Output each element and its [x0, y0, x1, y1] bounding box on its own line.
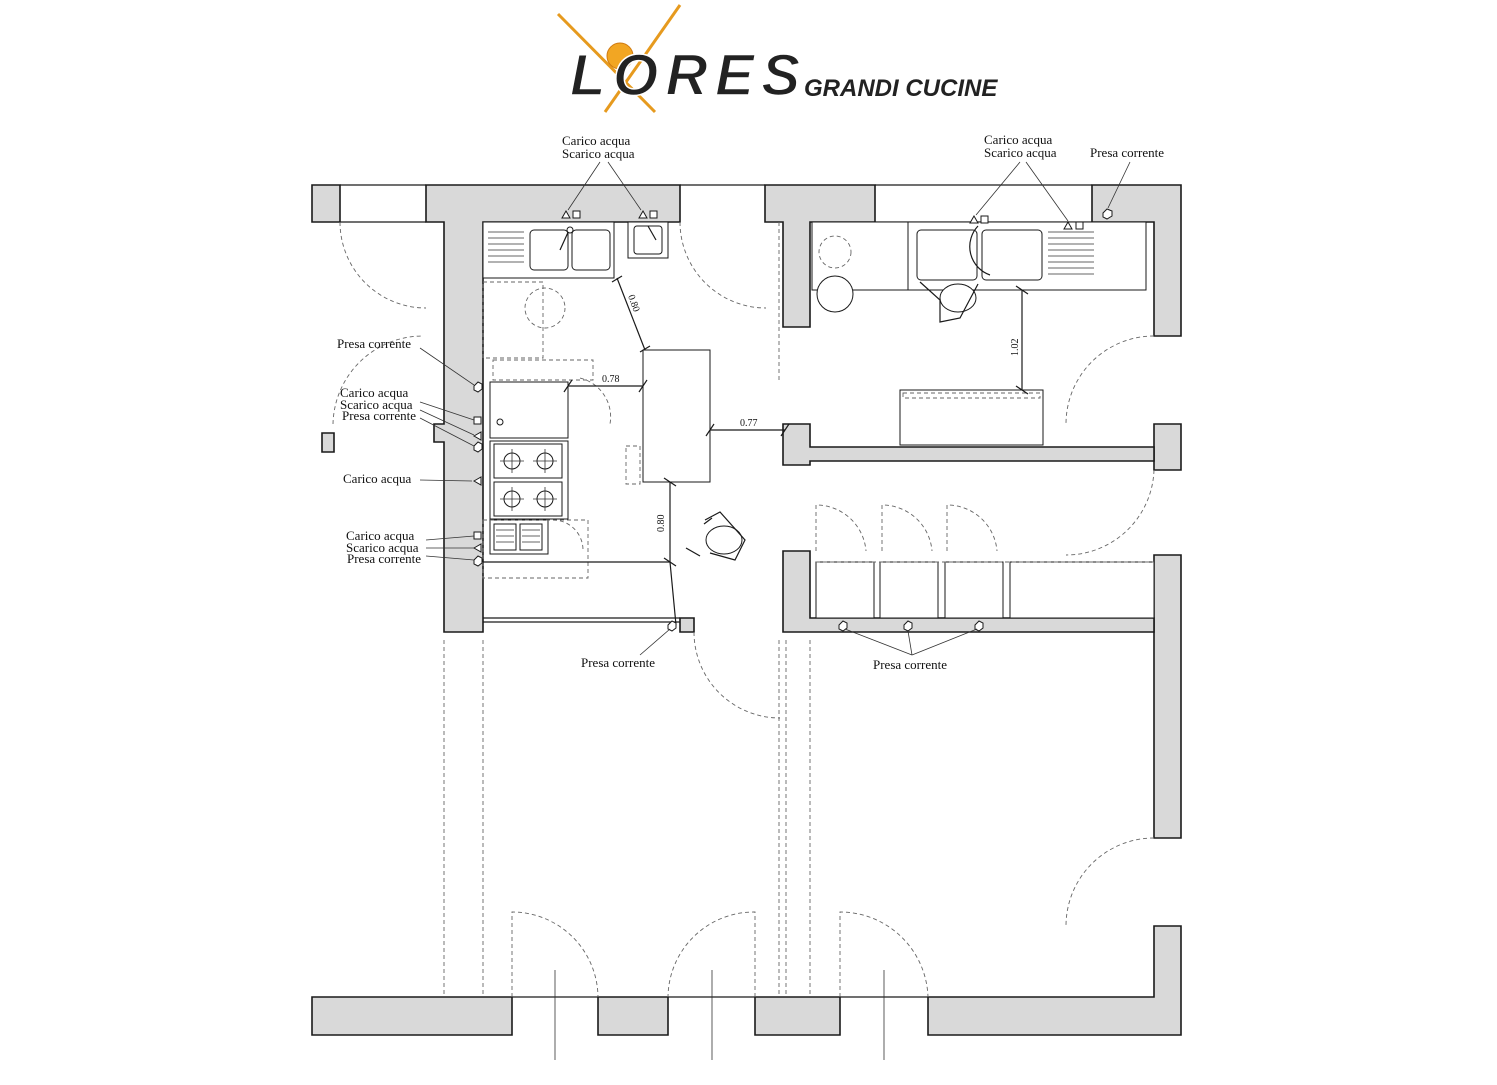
hexagon-icon [903, 620, 913, 632]
hexagon-icon [838, 620, 848, 632]
label-left-group2-carico: Carico acqua [346, 528, 414, 543]
center-island [642, 349, 711, 483]
hexagon-icon [1102, 208, 1113, 220]
label-top-right-presa: Presa corrente [1090, 145, 1164, 160]
work-table [899, 389, 1044, 446]
utility-symbols [472, 208, 1113, 632]
right-lower-storage [815, 561, 1155, 619]
label-left-group1-scarico: Scarico acqua [340, 397, 413, 412]
square-icon [473, 531, 482, 540]
utility-labels: Carico acqua Scarico acqua Carico acqua … [337, 132, 1164, 672]
right-top-equipment [811, 221, 1147, 446]
door-swings [332, 221, 1155, 998]
hexagon-icon [473, 555, 483, 567]
triangle-icon [638, 209, 648, 219]
label-top-left-scarico: Scarico acqua [562, 146, 635, 161]
triangle-icon [1063, 220, 1073, 230]
square-icon [572, 210, 581, 219]
label-top-right-carico: Carico acqua [984, 132, 1052, 147]
label-left-group2-scarico: Scarico acqua [346, 540, 419, 555]
label-left-group1-presa: Presa corrente [342, 408, 416, 423]
hexagon-icon [667, 620, 677, 632]
label-left-group1-carico: Carico acqua [340, 385, 408, 400]
square-icon [980, 215, 989, 224]
triangle-icon [472, 431, 482, 441]
triangle-icon [969, 214, 979, 224]
walls [311, 184, 1182, 1036]
square-icon [1075, 221, 1084, 230]
drainboard [488, 231, 524, 263]
label-bottom-presa-right: Presa corrente [873, 657, 947, 672]
hexagon-icon [473, 381, 483, 393]
triangle-icon [472, 543, 482, 553]
dim-078: 0.78 [602, 374, 620, 385]
hexagon-icon [974, 620, 984, 632]
worker-figure-left [685, 511, 746, 561]
square-icon [649, 210, 658, 219]
logo-wordmark: LORES [570, 43, 800, 108]
dim-080-top: 0.80 [625, 293, 641, 313]
hexagon-icon [473, 441, 483, 453]
sink-basin-1 [529, 229, 569, 271]
dimension-lines: 0.80 0.78 0.77 1.02 0.80 [483, 275, 1029, 626]
dim-077: 0.77 [740, 418, 758, 429]
sink-basin-2 [571, 229, 611, 271]
triangle-icon [561, 209, 571, 219]
label-top-right-scarico: Scarico acqua [984, 145, 1057, 160]
logo-subtitle: GRANDI CUCINE [804, 75, 998, 102]
leader-lines [419, 161, 1131, 656]
label-bottom-presa-center: Presa corrente [581, 655, 655, 670]
square-icon [473, 416, 482, 425]
lores-logo: LORES GRANDI CUCINE [556, 4, 998, 114]
label-left-carico-single: Carico acqua [343, 471, 411, 486]
left-kitchen-equipment [482, 221, 746, 579]
triangle-icon [472, 476, 482, 486]
worker-figure-right [919, 281, 979, 323]
label-left-presa: Presa corrente [337, 336, 411, 351]
label-top-left-carico: Carico acqua [562, 133, 630, 148]
fridge-counter [489, 381, 569, 439]
drainboard-right [1048, 231, 1094, 275]
dim-102: 1.02 [1010, 339, 1021, 357]
label-left-group2-presa: Presa corrente [347, 551, 421, 566]
dim-080-bottom: 0.80 [656, 515, 667, 533]
